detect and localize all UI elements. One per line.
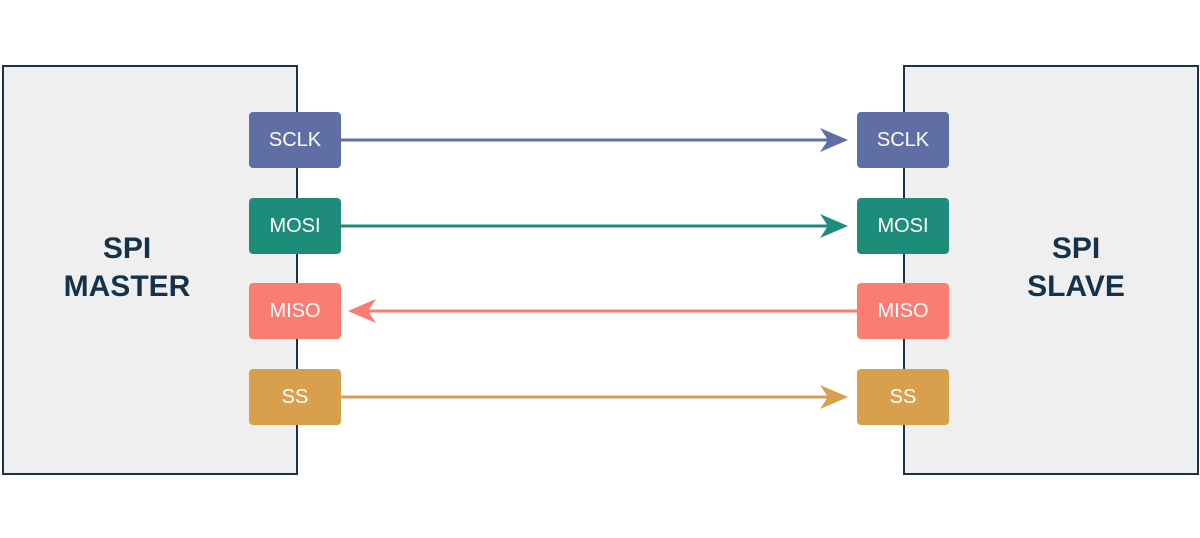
- sclk-arrowhead-icon: [820, 128, 848, 152]
- slave-ss-pin: SS: [857, 369, 949, 425]
- slave-mosi-pin: MOSI: [857, 198, 949, 254]
- mosi-arrowhead-icon: [820, 214, 848, 238]
- spi-master-title-line1: SPI: [102, 232, 152, 265]
- miso-arrowhead-icon: [348, 299, 376, 323]
- master-ss-pin: SS: [249, 369, 341, 425]
- spi-slave-title-line2: SLAVE: [1027, 270, 1125, 303]
- slave-miso-pin: MISO: [857, 283, 949, 339]
- master-miso-pin: MISO: [249, 283, 341, 339]
- spi-slave-title-line1: SPI: [1051, 232, 1101, 265]
- master-mosi-pin: MOSI: [249, 198, 341, 254]
- spi-master-box: SPI MASTER: [2, 65, 298, 475]
- spi-master-title-line2: MASTER: [63, 270, 191, 303]
- ss-arrowhead-icon: [820, 385, 848, 409]
- spi-slave-box: SPI SLAVE: [903, 65, 1199, 475]
- spi-slave-title: SPI SLAVE: [953, 230, 1199, 306]
- master-sclk-pin: SCLK: [249, 112, 341, 168]
- slave-sclk-pin: SCLK: [857, 112, 949, 168]
- spi-master-title: SPI MASTER: [4, 230, 250, 306]
